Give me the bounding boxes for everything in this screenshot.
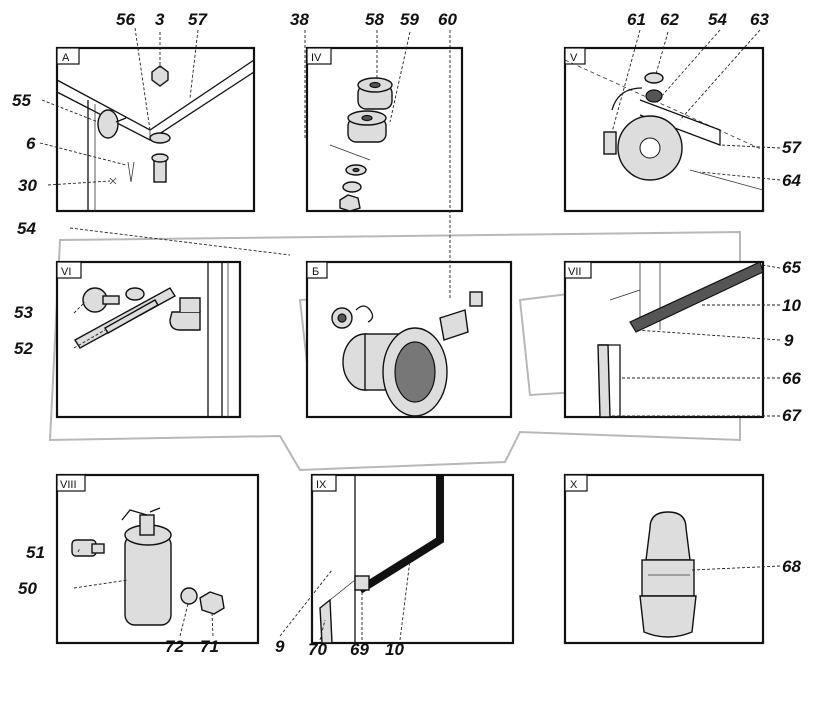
callout-50: 50	[18, 579, 37, 598]
callout-54-top: 54	[708, 10, 727, 29]
callout-numbers: 56 3 57 38 58 59 60 61 62 54 63 55 6 30 …	[12, 10, 802, 659]
callout-66: 66	[782, 369, 801, 388]
callout-38: 38	[290, 10, 309, 29]
callout-62: 62	[660, 10, 679, 29]
panel-vi-label: VI	[61, 266, 71, 278]
panel-a-drawing	[56, 59, 255, 211]
callout-71: 71	[200, 637, 219, 656]
panel-iv-drawing	[329, 77, 393, 212]
panel-vii-label: VII	[568, 266, 581, 278]
callout-6: 6	[26, 134, 36, 153]
callout-58: 58	[365, 10, 384, 29]
callout-52: 52	[14, 339, 33, 358]
panel-b-label: Б	[312, 266, 319, 278]
callout-70: 70	[308, 640, 327, 659]
callout-59: 59	[400, 10, 419, 29]
callout-72: 72	[165, 637, 184, 656]
callout-63: 63	[750, 10, 769, 29]
panel-viii-drawing	[71, 507, 225, 626]
panel-v-label: V	[570, 52, 578, 64]
panel-viii-label: VIII	[60, 479, 77, 491]
panel-a-label: A	[62, 52, 70, 64]
callout-61: 61	[627, 10, 646, 29]
callout-53: 53	[14, 303, 33, 322]
callout-68: 68	[782, 557, 801, 576]
callout-10-bottom: 10	[385, 640, 404, 659]
callout-69: 69	[350, 640, 369, 659]
callout-65: 65	[782, 258, 801, 277]
leader-lines	[39, 27, 781, 641]
panel-iv-label: IV	[311, 52, 322, 64]
callout-30: 30	[18, 176, 37, 195]
callout-67: 67	[782, 406, 802, 425]
callout-10-right: 10	[782, 296, 801, 315]
panel-x-drawing	[639, 511, 697, 638]
callout-64: 64	[782, 171, 801, 190]
panel-ix-label: IX	[316, 479, 327, 491]
panel-ix-drawing	[319, 475, 444, 644]
callout-9-bottom: 9	[275, 637, 285, 656]
panel-labels: A IV V VI Б VII VIII IX X	[56, 47, 592, 492]
callout-60: 60	[438, 10, 457, 29]
callout-9-right: 9	[784, 331, 794, 350]
panel-v-drawing	[564, 59, 764, 191]
panel-x-label: X	[570, 479, 578, 491]
callout-57-right: 57	[782, 138, 802, 157]
panel-b-drawing	[331, 291, 483, 417]
callout-54-left: 54	[17, 219, 36, 238]
callout-56: 56	[116, 10, 135, 29]
callout-55: 55	[12, 91, 31, 110]
panel-vii-frame	[563, 260, 765, 419]
callout-57-top: 57	[188, 10, 208, 29]
panel-vii-drawing	[597, 261, 764, 418]
callout-51: 51	[26, 543, 45, 562]
callout-3: 3	[155, 10, 165, 29]
